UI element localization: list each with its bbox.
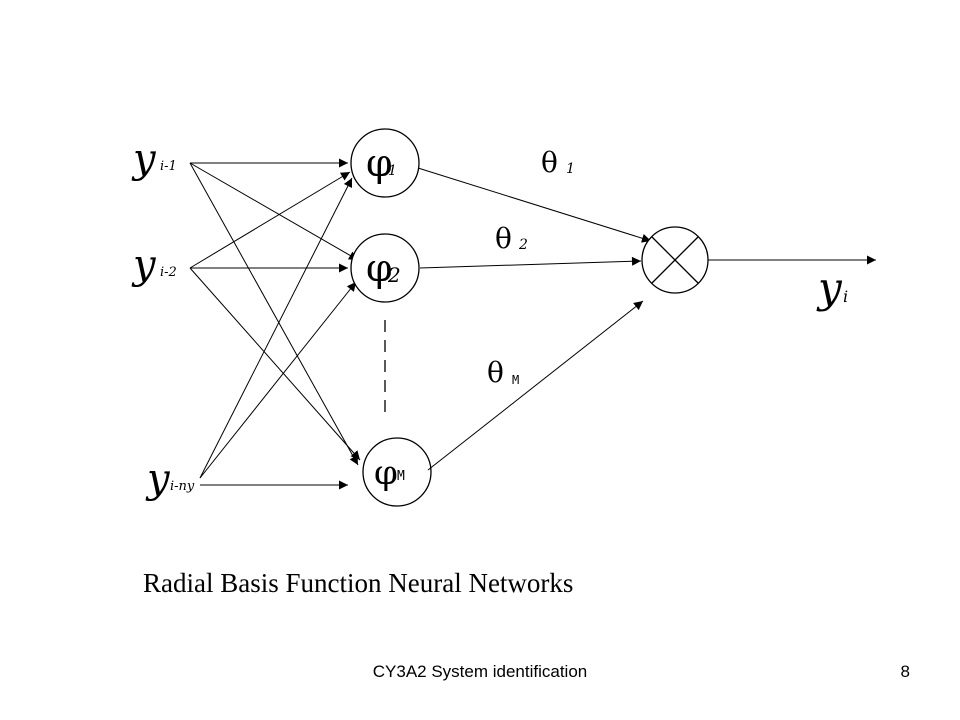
edge-in3-h1 [199, 177, 353, 479]
svg-text:φ: φ [366, 141, 393, 185]
svg-text:y: y [145, 456, 171, 502]
output-label: y i [816, 263, 848, 312]
svg-text:2: 2 [387, 263, 401, 287]
edge-in2-h3 [189, 267, 361, 461]
input-label-1: y i-1 [131, 136, 177, 182]
svg-text:φ: φ [366, 246, 393, 290]
weight-label-1: θ 1 [541, 146, 575, 179]
output-connections [417, 167, 652, 471]
input-label-3: y i-ny [145, 456, 195, 502]
output-node [641, 226, 709, 294]
svg-text:y: y [131, 136, 157, 182]
svg-text:1: 1 [566, 161, 575, 177]
svg-text:φ: φ [374, 453, 398, 493]
svg-text:i: i [843, 287, 848, 306]
edge-h1-out [417, 167, 652, 243]
svg-text:y: y [816, 263, 843, 312]
edge-h3-out [427, 300, 644, 471]
svg-text:θ: θ [495, 222, 512, 255]
svg-text:θ: θ [487, 356, 504, 389]
hidden-node-3: φ M [362, 437, 432, 507]
input-connections [189, 158, 361, 490]
diagram-caption: Radial Basis Function Neural Networks [143, 568, 574, 598]
svg-text:i-ny: i-ny [170, 479, 195, 494]
edge-h2-out [419, 256, 642, 269]
svg-text:1: 1 [388, 163, 397, 179]
svg-text:i-1: i-1 [160, 159, 177, 174]
edge-in1-h3 [189, 162, 359, 466]
svg-text:M: M [397, 469, 405, 484]
hidden-node-2: φ 2 [350, 233, 420, 303]
hidden-node-1: φ 1 [350, 128, 420, 198]
svg-text:y: y [131, 242, 157, 288]
weight-label-2: θ 2 [495, 222, 528, 255]
svg-text:M: M [512, 373, 519, 387]
footer-title: CY3A2 System identification [372, 662, 588, 681]
edge-in1-h2 [189, 162, 359, 261]
svg-text:θ: θ [541, 146, 558, 179]
svg-text:i-2: i-2 [160, 265, 177, 280]
edge-in2-h1 [189, 171, 351, 269]
page-number: 8 [900, 662, 910, 681]
input-label-2: y i-2 [131, 242, 177, 288]
weight-label-3: θ M [487, 356, 519, 389]
edge-in3-h2 [199, 281, 357, 479]
svg-text:2: 2 [518, 237, 528, 253]
